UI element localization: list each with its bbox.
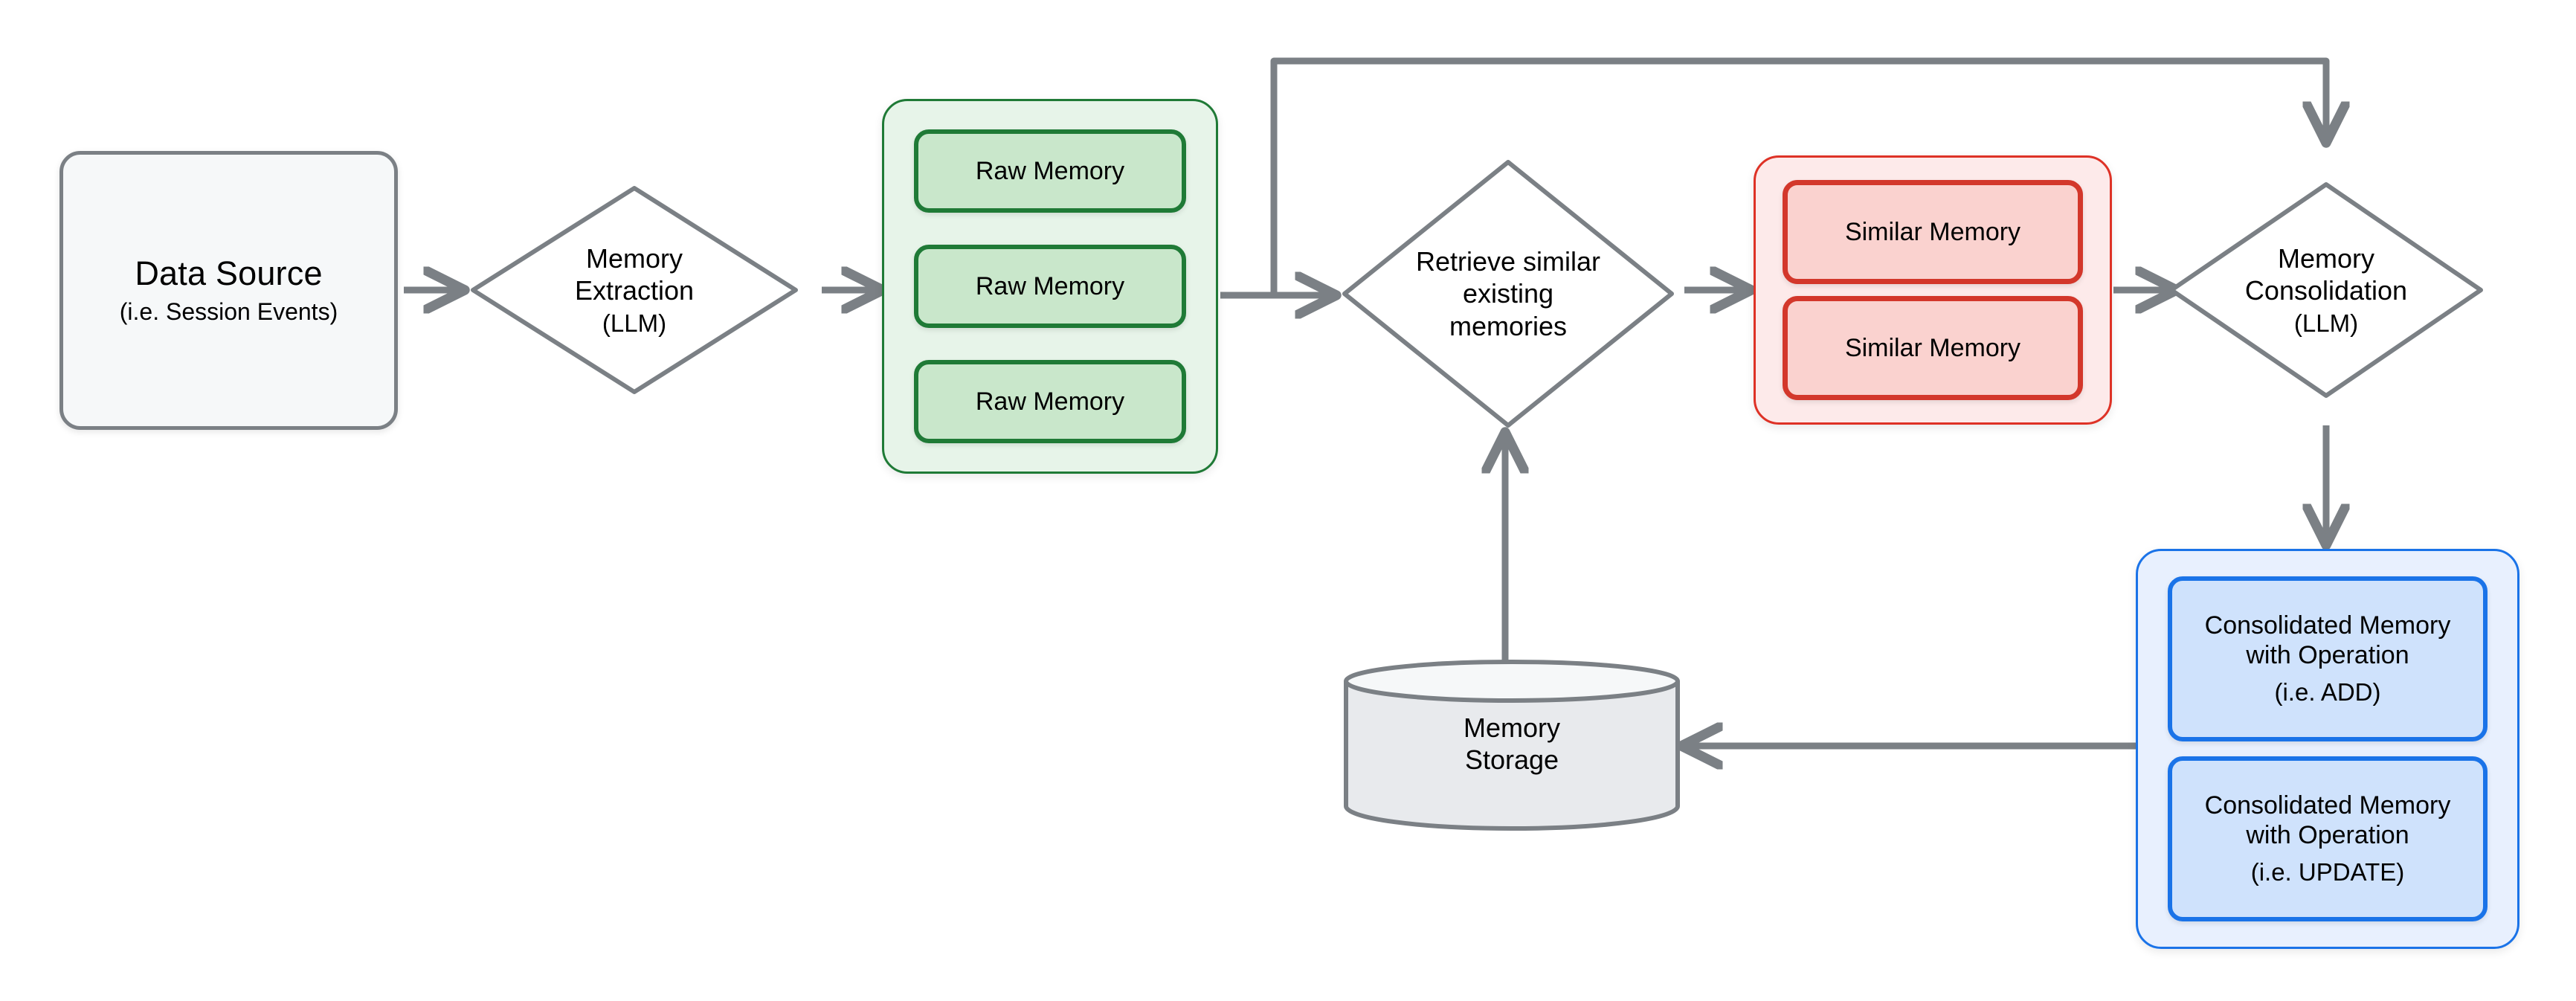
chip-similar-memory[interactable]: Similar Memory bbox=[1783, 180, 2083, 284]
chip-raw-memory[interactable]: Raw Memory bbox=[914, 245, 1186, 328]
raw-memory-label: Raw Memory bbox=[975, 156, 1125, 185]
node-memory-storage[interactable]: Memory Storage bbox=[1340, 659, 1684, 831]
node-retrieve-similar-memories[interactable]: Retrieve similar existing memories bbox=[1339, 156, 1678, 431]
consolidated-memory-line2: with Operation bbox=[2246, 821, 2409, 850]
memory-extraction-shape bbox=[471, 186, 798, 394]
consolidated-memory-operation: (i.e. UPDATE) bbox=[2250, 858, 2405, 886]
chip-consolidated-memory-add[interactable]: Consolidated Memory with Operation (i.e.… bbox=[2168, 576, 2488, 741]
group-consolidated-memory: Consolidated Memory with Operation (i.e.… bbox=[2136, 549, 2519, 949]
consolidated-memory-line1: Consolidated Memory bbox=[2204, 611, 2451, 640]
group-similar-memory: Similar Memory Similar Memory bbox=[1754, 155, 2112, 425]
raw-memory-label: Raw Memory bbox=[975, 387, 1125, 416]
retrieve-similar-shape bbox=[1342, 160, 1674, 428]
data-source-subtitle: (i.e. Session Events) bbox=[119, 297, 338, 325]
raw-memory-label: Raw Memory bbox=[975, 271, 1125, 300]
node-memory-consolidation[interactable]: Memory Consolidation (LLM) bbox=[2166, 178, 2487, 402]
memory-consolidation-shape bbox=[2169, 182, 2483, 398]
consolidated-memory-line1: Consolidated Memory bbox=[2204, 791, 2451, 820]
chip-consolidated-memory-update[interactable]: Consolidated Memory with Operation (i.e.… bbox=[2168, 756, 2488, 921]
similar-memory-label: Similar Memory bbox=[1844, 333, 2021, 362]
data-source-title: Data Source bbox=[135, 254, 323, 293]
consolidated-memory-line2: with Operation bbox=[2246, 641, 2409, 670]
chip-similar-memory[interactable]: Similar Memory bbox=[1783, 296, 2083, 400]
node-memory-extraction[interactable]: Memory Extraction (LLM) bbox=[467, 182, 802, 398]
consolidated-memory-operation: (i.e. ADD) bbox=[2274, 678, 2381, 707]
similar-memory-label: Similar Memory bbox=[1844, 217, 2021, 246]
node-data-source[interactable]: Data Source (i.e. Session Events) bbox=[59, 151, 398, 430]
group-raw-memory: Raw Memory Raw Memory Raw Memory bbox=[882, 99, 1218, 474]
chip-raw-memory[interactable]: Raw Memory bbox=[914, 360, 1186, 443]
memory-storage-cylinder-shape bbox=[1344, 660, 1680, 831]
chip-raw-memory[interactable]: Raw Memory bbox=[914, 129, 1186, 213]
